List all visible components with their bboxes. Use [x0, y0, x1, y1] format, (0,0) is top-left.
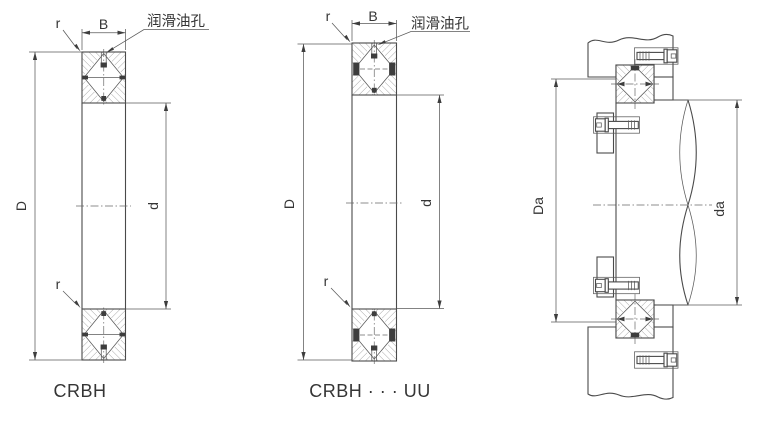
leader-arrow-oil-hole	[377, 40, 386, 45]
arrow-B-right	[388, 21, 397, 26]
leader-r-bottom	[330, 287, 348, 305]
arrow-d-bottom	[163, 301, 169, 309]
arrow-D-top	[301, 44, 306, 52]
upper-section	[81, 48, 127, 107]
housing-upper	[587, 33, 674, 78]
lower-section	[81, 305, 127, 364]
arrow-B-left	[82, 30, 90, 35]
label-oil-hole: 润滑油孔	[411, 16, 469, 33]
arrow-d-top	[163, 103, 169, 111]
label-r-bottom: r	[56, 276, 61, 292]
label-d: d	[145, 202, 161, 210]
label-B: B	[368, 8, 377, 24]
label-r-top: r	[326, 8, 331, 24]
lower-section	[610, 293, 660, 345]
shaft-break-line	[679, 99, 697, 306]
arrow-B-right	[117, 30, 126, 35]
outer-ring-flange-upper	[653, 76, 674, 101]
bolt-bottom	[636, 352, 678, 368]
leader-arrow-r-top	[344, 34, 351, 43]
leader-arrow-r-bottom	[344, 299, 351, 308]
bolt-lower-left	[594, 278, 639, 293]
label-oil-hole: 润滑油孔	[147, 13, 205, 30]
shaft	[615, 99, 697, 306]
leader-arrow-oil-hole	[106, 47, 114, 53]
label-da: da	[711, 201, 727, 217]
arrow-D-top	[32, 52, 38, 60]
label-D: D	[281, 199, 297, 209]
label-B: B	[99, 16, 108, 32]
arrow-Da-bottom	[553, 314, 559, 322]
lower-section	[351, 305, 398, 365]
bolt-bore-bottom	[634, 351, 679, 369]
label-r-bottom: r	[324, 273, 329, 289]
arrow-D-bottom	[301, 352, 306, 360]
arrow-da-bottom	[734, 297, 740, 305]
leader-oil-hole	[379, 31, 470, 45]
arrow-d-bottom	[437, 300, 442, 309]
label-D: D	[13, 201, 29, 211]
housing-lower	[587, 326, 674, 400]
caption-crbh-uu: CRBH · · · UU	[309, 381, 431, 401]
label-r-top: r	[56, 15, 61, 31]
bolt-bore-top	[634, 47, 679, 65]
bolt-upper-left	[594, 117, 639, 133]
bolt-top	[636, 48, 678, 64]
bolt-bore-lower-left	[593, 276, 640, 295]
arrow-B-left	[352, 21, 360, 26]
arrow-D-bottom	[32, 352, 38, 360]
view-crbh: D d B r r 润滑油孔 CRBH	[13, 13, 209, 401]
arrow-Da-top	[553, 79, 559, 87]
leader-arrow-r-bottom	[74, 300, 81, 308]
outer-ring-flange-lower	[653, 304, 674, 328]
label-d: d	[418, 199, 434, 207]
view-mounting: Da da	[530, 33, 742, 400]
view-crbh-uu: D d B r r 润滑油孔 CRBH · · · UU	[281, 8, 470, 401]
upper-section	[610, 58, 660, 110]
leader-r-bottom	[62, 290, 78, 306]
arrow-da-top	[734, 100, 740, 108]
upper-section	[351, 39, 398, 99]
leader-oil-hole	[108, 29, 209, 52]
caption-crbh: CRBH	[53, 381, 106, 401]
bolt-bore-upper-left	[593, 116, 640, 134]
arrow-d-top	[437, 95, 442, 103]
label-Da: Da	[530, 197, 546, 215]
leader-arrow-r-top	[74, 43, 81, 52]
